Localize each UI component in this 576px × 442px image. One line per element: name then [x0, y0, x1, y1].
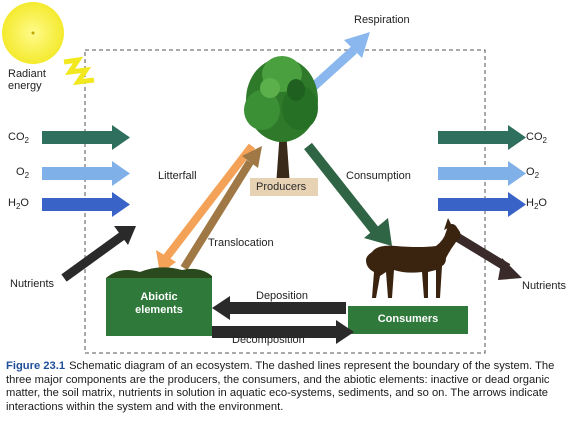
deer-icon — [366, 218, 461, 298]
co2-out-label: CO2 — [526, 131, 547, 146]
abiotic-box — [106, 267, 212, 336]
respiration-arrow — [308, 32, 370, 92]
nutrients-in-label: Nutrients — [10, 278, 55, 290]
translocation-label: Translocation — [208, 237, 274, 249]
co2-in-label: CO2 — [8, 131, 29, 146]
litterfall-arrow — [156, 143, 256, 274]
respiration-label: Respiration — [354, 14, 410, 26]
nutrients-in-arrow — [61, 226, 136, 282]
deposition-arrow — [212, 296, 346, 320]
decomposition-label: Decomposition — [232, 334, 305, 346]
consumers-label: Consumers — [377, 313, 439, 325]
caption-text: Schematic diagram of an ecosystem. The d… — [6, 360, 555, 413]
co2-out-arrow — [438, 125, 526, 150]
o2-in-arrow — [42, 161, 130, 186]
litterfall-label: Litterfall — [158, 170, 197, 182]
decomposition-arrow — [212, 320, 354, 344]
translocation-arrow — [180, 146, 262, 271]
radiant-energy-label: Radiant energy — [8, 68, 46, 92]
o2-in-label: O2 — [16, 166, 30, 181]
h2o-in-label: H2O — [8, 197, 29, 212]
figure-number: Figure 23.1 — [6, 360, 66, 372]
producers-label: Producers — [256, 181, 307, 193]
h2o-out-label: H2O — [526, 197, 547, 212]
h2o-out-arrow — [438, 192, 526, 217]
consumption-label: Consumption — [346, 170, 411, 182]
co2-in-arrow — [42, 125, 130, 150]
h2o-in-arrow — [42, 192, 130, 217]
nutrients-out-label: Nutrients — [522, 280, 567, 292]
o2-out-label: O2 — [526, 166, 540, 181]
consumers-box — [348, 306, 468, 334]
o2-out-arrow — [438, 161, 526, 186]
nutrients-out-arrow — [449, 230, 522, 280]
tree-icon — [244, 56, 318, 186]
producers-box — [250, 178, 318, 196]
deposition-label: Deposition — [256, 290, 308, 302]
abiotic-label: Abiotic elements — [135, 291, 183, 316]
consumption-arrow — [304, 142, 392, 246]
radiant-energy-zigzag — [63, 56, 95, 86]
